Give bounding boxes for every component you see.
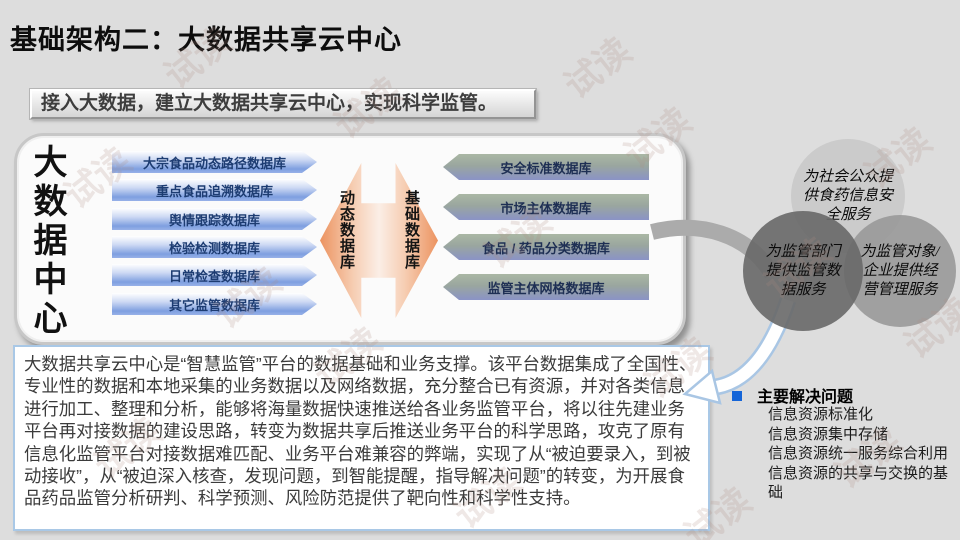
square-bullet-icon — [732, 391, 742, 401]
db-label: 重点食品追溯数据库 — [155, 183, 273, 199]
exchange-left-label: 动态数据库 — [338, 190, 355, 270]
dynamic-db-arrow: 检验检测数据库 — [112, 236, 317, 258]
solutions-heading: 主要解决问题 — [757, 389, 854, 406]
solution-item: 信息资源的共享与交换的基础 — [768, 464, 949, 502]
base-db-arrow: 市场主体数据库 — [443, 194, 649, 220]
banner-statement: 接入大数据，建立大数据共享云中心，实现科学监管。 — [30, 89, 536, 119]
dynamic-db-arrow: 日常检查数据库 — [112, 264, 317, 286]
circle-label: 为监管部门提供监管数据服务 — [765, 243, 841, 298]
page-title: 基础架构二：大数据共享云中心 — [10, 25, 402, 55]
data-center-vertical-title: 大数据中心 — [28, 144, 66, 339]
solution-item: 信息资源集中存储 — [768, 425, 889, 443]
db-label: 舆情跟踪数据库 — [168, 212, 260, 228]
circle-label: 为监管对象/企业提供经营管理服务 — [860, 243, 940, 298]
base-db-arrow: 安全标准数据库 — [443, 154, 649, 180]
db-label: 其它监管数据库 — [168, 297, 260, 313]
watermark: 试读 — [556, 29, 639, 107]
db-label: 安全标准数据库 — [500, 160, 592, 176]
circle-label: 为社会公众提供食药信息安全服务 — [802, 168, 893, 223]
solutions-list: 信息资源标准化 信息资源集中存储 信息资源统一服务综合利用 信息资源的共享与交换… — [768, 405, 960, 503]
db-label: 食品 / 药品分类数据库 — [482, 240, 610, 256]
db-label: 监管主体网格数据库 — [487, 280, 605, 296]
exchange-right-label: 基础数据库 — [403, 190, 420, 270]
solution-item: 信息资源标准化 — [768, 406, 874, 423]
service-circle-regulator: 为监管部门提供监管数据服务 — [743, 211, 863, 331]
base-db-arrow: 食品 / 药品分类数据库 — [443, 234, 649, 260]
description-text: 大数据共享云中心是“智慧监管”平台的数据基础和业务支撑。该平台数据集成了全国性、… — [13, 345, 710, 531]
db-label: 市场主体数据库 — [500, 200, 592, 216]
base-db-arrow: 监管主体网格数据库 — [443, 274, 649, 300]
dynamic-db-arrow: 重点食品追溯数据库 — [112, 179, 317, 201]
dynamic-db-arrow: 舆情跟踪数据库 — [112, 208, 317, 230]
db-label: 检验检测数据库 — [168, 240, 260, 256]
db-label: 大宗食品动态路径数据库 — [142, 155, 286, 171]
dynamic-db-arrow: 其它监管数据库 — [112, 293, 317, 315]
db-label: 日常检查数据库 — [168, 268, 260, 284]
solution-item: 信息资源统一服务综合利用 — [768, 445, 949, 462]
dynamic-db-arrow: 大宗食品动态路径数据库 — [112, 151, 317, 173]
